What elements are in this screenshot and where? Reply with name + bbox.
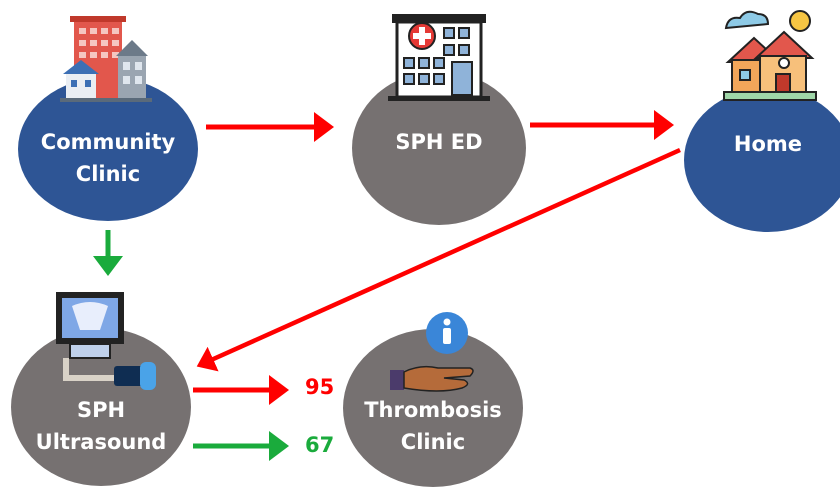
thrombosis-clinic-label-line1: Thrombosis: [364, 398, 502, 422]
home-label-line1: Home: [733, 132, 803, 156]
red-count: 95: [305, 375, 335, 399]
thrombosis-clinic-node: [343, 329, 523, 487]
hospital-icon: [388, 14, 490, 101]
ultrasound-machine-icon: [56, 292, 156, 390]
buildings-icon: [60, 16, 152, 102]
houses-icon: [723, 10, 817, 101]
sph-ultrasound-label: SPH Ultrasound: [11, 394, 191, 458]
sph-ed-node: [352, 71, 526, 225]
green-count: 67: [305, 433, 335, 457]
sph-ultrasound-label-line1: SPH: [76, 398, 126, 422]
info-hand-icon: [390, 312, 474, 392]
home-node: [684, 88, 840, 232]
thrombosis-clinic-label-line2: Clinic: [400, 430, 466, 454]
community-clinic-label-line1: Community: [40, 130, 176, 154]
community-clinic-label-line2: Clinic: [75, 162, 141, 186]
sph-ultrasound-label-line2: Ultrasound: [35, 430, 167, 454]
community-clinic-label: Community Clinic: [18, 126, 198, 190]
home-label: Home: [698, 128, 838, 160]
sph-ed-label: SPH ED: [352, 126, 526, 158]
arrow-home-to-ultrasound: [196, 147, 681, 372]
thrombosis-clinic-label: Thrombosis Clinic: [343, 394, 523, 458]
community-clinic-node: [18, 77, 198, 221]
sph-ed-label-line1: SPH ED: [395, 130, 483, 154]
